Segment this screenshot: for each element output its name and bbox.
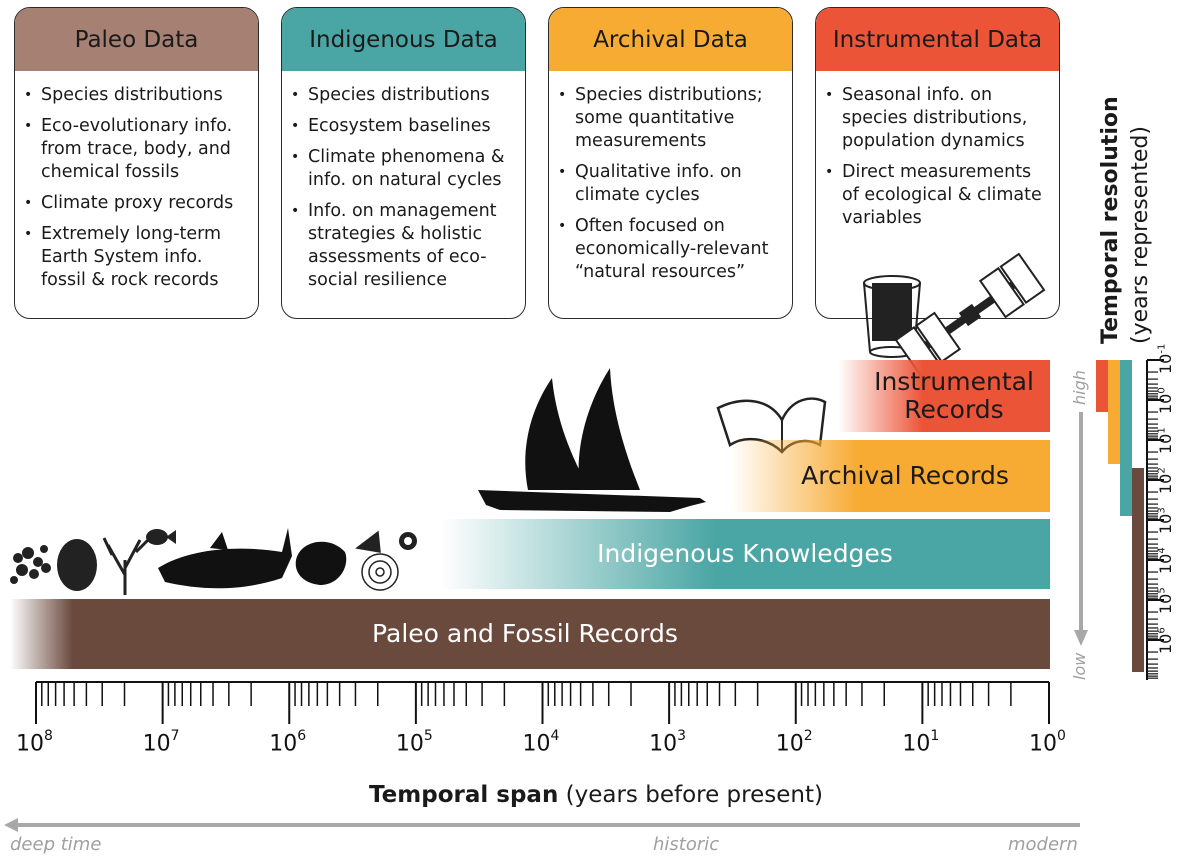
ammonite-icon (399, 532, 417, 550)
resolution-title-rest: (years represented) (1128, 126, 1153, 344)
card-header: Instrumental Data (816, 8, 1059, 71)
card-title: Indigenous Data (309, 26, 498, 53)
band-archival: Archival Records (730, 440, 1050, 512)
list-item: Species distributions (24, 84, 250, 107)
band-indigenous-label: Indigenous Knowledges (597, 539, 893, 568)
span-axis (35, 681, 1050, 724)
span-axis-title: Temporal span (years before present) (0, 782, 1192, 808)
card-header: Paleo Data (15, 8, 258, 71)
span-tick-label: 105 (395, 728, 433, 757)
band-indigenous: Indigenous Knowledges (440, 519, 1050, 589)
coral-icon (102, 536, 152, 595)
list-item: Species distributions (291, 84, 517, 107)
card-title: Instrumental Data (832, 26, 1043, 53)
card-list: Seasonal info. on species distributions,… (816, 71, 1059, 230)
band-archival-label: Archival Records (801, 461, 1009, 490)
fossil-cluster-icon (10, 545, 51, 584)
resolution-bar-paleo (1132, 468, 1144, 672)
list-item: Ecosystem baselines (291, 115, 517, 138)
span-axis-title-bold: Temporal span (369, 782, 559, 808)
resolution-bar-archival (1108, 360, 1120, 464)
list-item: Extremely long-term Earth System info. f… (24, 223, 250, 292)
band-instrumental-label: Instrumental Records (874, 367, 1034, 424)
card-header: Indigenous Data (282, 8, 525, 71)
list-item: Often focused on economically-relevant “… (558, 215, 784, 284)
canoe-icon (478, 368, 706, 512)
card-header: Archival Data (549, 8, 792, 71)
band-paleo-label: Paleo and Fossil Records (372, 619, 678, 648)
resolution-high-label: high (1070, 370, 1089, 405)
resolution-tick-label: 105 (1156, 587, 1175, 614)
list-item: Seasonal info. on species distributions,… (825, 84, 1051, 153)
card-indigenous: Indigenous Data Species distributions Ec… (281, 7, 526, 319)
list-item: Eco-evolutionary info. from trace, body,… (24, 115, 250, 184)
resolution-tick-label: 106 (1156, 627, 1175, 654)
time-label-deep: deep time (10, 834, 102, 855)
card-list: Species distributions Eco-evolutionary i… (15, 71, 258, 292)
diatom-icon (355, 530, 399, 591)
resolution-tick-label: 104 (1156, 547, 1175, 574)
band-instrumental: Instrumental Records (838, 360, 1050, 432)
list-item: Direct measurements of ecological & clim… (825, 161, 1051, 230)
span-tick-label: 106 (269, 728, 307, 757)
resolution-axis (1096, 359, 1164, 680)
time-direction-arrow (4, 818, 1080, 832)
resolution-tick-label: 102 (1156, 467, 1175, 494)
card-paleo: Paleo Data Species distributions Eco-evo… (14, 7, 259, 319)
span-tick-label: 104 (522, 728, 560, 757)
resolution-title-bold: Temporal resolution (1098, 96, 1123, 344)
span-tick-label: 102 (775, 728, 813, 757)
card-instrumental: Instrumental Data Seasonal info. on spec… (815, 7, 1060, 319)
span-tick-label: 103 (649, 728, 687, 757)
resolution-tick-label: 100 (1156, 387, 1175, 414)
resolution-axis-title: Temporal resolution (years represented) (1096, 96, 1156, 344)
shell-icon (295, 541, 347, 585)
time-label-modern: modern (1008, 834, 1078, 855)
span-axis-title-rest: (years before present) (558, 782, 823, 808)
card-archival: Archival Data Species distributions; som… (548, 7, 793, 319)
card-title: Archival Data (593, 26, 748, 53)
fish-icon (146, 529, 176, 545)
time-label-historic: historic (653, 834, 720, 855)
list-item: Info. on management strategies & holisti… (291, 200, 517, 292)
card-list: Species distributions; some quantitative… (549, 71, 792, 284)
band-paleo: Paleo and Fossil Records (10, 599, 1050, 669)
resolution-bar-indigenous (1120, 360, 1132, 516)
resolution-bar-instrumental (1096, 360, 1108, 412)
resolution-arrow (1074, 412, 1088, 646)
resolution-tick-label: 103 (1156, 507, 1175, 534)
span-tick-label: 108 (16, 728, 53, 757)
card-list: Species distributions Ecosystem baseline… (282, 71, 525, 292)
card-title: Paleo Data (74, 26, 199, 53)
list-item: Qualitative info. on climate cycles (558, 161, 784, 207)
list-item: Climate proxy records (24, 192, 250, 215)
span-tick-label: 101 (902, 728, 940, 757)
list-item: Climate phenomena & info. on natural cyc… (291, 146, 517, 192)
resolution-tick-label: 101 (1156, 427, 1175, 454)
span-tick-label: 100 (1029, 728, 1066, 757)
shark-icon (158, 528, 292, 589)
span-tick-label: 107 (142, 728, 180, 757)
resolution-tick-label: 10-1 (1156, 343, 1175, 374)
resolution-low-label: low (1070, 652, 1089, 680)
trilobite-icon (57, 539, 97, 591)
list-item: Species distributions; some quantitative… (558, 84, 784, 153)
